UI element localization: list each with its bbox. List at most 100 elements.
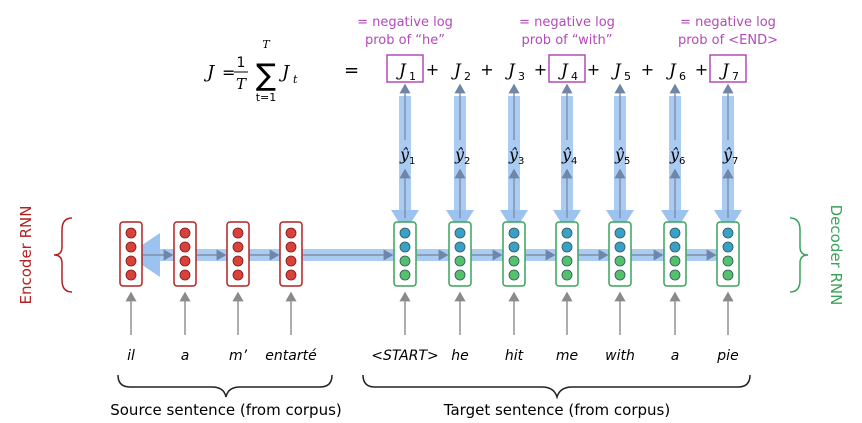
loss-term-symbol: J bbox=[396, 61, 407, 81]
decoder-cell-box bbox=[608, 221, 632, 287]
decoder-cell bbox=[608, 221, 632, 287]
rnn-cells-layer bbox=[119, 221, 740, 287]
loss-term-symbol: J bbox=[505, 61, 516, 81]
gradient-vertical-band bbox=[722, 96, 734, 214]
decoder-cell bbox=[716, 221, 740, 287]
decoder-hidden-unit bbox=[508, 255, 520, 267]
target-sentence-brace bbox=[362, 374, 751, 400]
loss-formula: J = 1 T T ∑ t=1 J t = bbox=[203, 38, 359, 104]
decoder-cell-box bbox=[448, 221, 472, 287]
plus-sign: + bbox=[534, 60, 547, 79]
loss-term-subscript: t bbox=[293, 73, 298, 86]
decoder-hidden-unit bbox=[669, 241, 681, 253]
encoder-hidden-unit bbox=[232, 255, 244, 267]
gradient-vertical-band bbox=[614, 96, 626, 214]
prediction-subscript: 6 bbox=[679, 156, 685, 167]
decoder-hidden-unit bbox=[614, 255, 626, 267]
target-word: he bbox=[451, 348, 469, 364]
encoder-hidden-unit bbox=[285, 269, 297, 281]
gradient-flow-layer bbox=[127, 96, 742, 277]
plus-sign: + bbox=[641, 60, 654, 79]
encoder-hidden-unit bbox=[179, 227, 191, 239]
decoder-hidden-unit bbox=[399, 227, 411, 239]
source-sentence-label: Source sentence (from corpus) bbox=[110, 401, 342, 419]
gradient-vertical-arrowhead bbox=[661, 210, 689, 232]
source-sentence-brace-group: Source sentence (from corpus) bbox=[110, 374, 342, 419]
encoder-hidden-unit bbox=[179, 255, 191, 267]
loss-fraction-numerator: 1 bbox=[237, 55, 246, 71]
encoder-cell bbox=[119, 221, 143, 287]
loss-term: J bbox=[278, 62, 291, 83]
decoder-cell bbox=[502, 221, 526, 287]
decoder-hidden-unit bbox=[399, 269, 411, 281]
target-word: pie bbox=[716, 348, 738, 364]
decoder-side-label: Decoder RNN bbox=[789, 205, 845, 305]
encoder-cell-box bbox=[173, 221, 197, 287]
plus-sign: + bbox=[695, 60, 708, 79]
annotation-line-2: prob of <END> bbox=[678, 33, 778, 48]
annotation-line-2: prob of “with” bbox=[522, 33, 613, 48]
loss-term-subscript: 2 bbox=[464, 70, 471, 83]
prediction-subscript: 4 bbox=[571, 156, 577, 167]
encoder-cell bbox=[173, 221, 197, 287]
decoder-hidden-unit bbox=[508, 269, 520, 281]
prediction-symbol: ŷ bbox=[614, 145, 625, 164]
plus-sign: + bbox=[426, 60, 439, 79]
loss-lhs-equals: = bbox=[222, 63, 235, 82]
encoder-side-label: Encoder RNN bbox=[17, 206, 73, 305]
target-word: hit bbox=[505, 348, 524, 364]
decoder-hidden-unit bbox=[508, 227, 520, 239]
target-sentence-brace-group: Target sentence (from corpus) bbox=[362, 374, 751, 419]
decoder-cell-box bbox=[555, 221, 579, 287]
encoder-hidden-unit bbox=[285, 255, 297, 267]
annotation-line-1: = negative log bbox=[680, 15, 776, 30]
decoder-hidden-unit bbox=[614, 227, 626, 239]
loss-sum-symbol: ∑ bbox=[256, 58, 276, 93]
decoder-hidden-unit bbox=[722, 241, 734, 253]
decoder-hidden-unit bbox=[669, 269, 681, 281]
prediction-symbol: ŷ bbox=[454, 145, 465, 164]
decoder-hidden-unit bbox=[722, 269, 734, 281]
decoder-hidden-unit bbox=[454, 227, 466, 239]
target-sentence-label: Target sentence (from corpus) bbox=[443, 401, 670, 419]
loss-term-symbol: J bbox=[719, 61, 730, 81]
encoder-hidden-unit bbox=[125, 255, 137, 267]
encoder-hidden-unit bbox=[125, 269, 137, 281]
source-sentence-brace bbox=[117, 374, 333, 398]
annotation: = negative log prob of <END> bbox=[678, 15, 778, 48]
loss-sum-lower: t=1 bbox=[256, 91, 277, 104]
loss-term-subscript: 1 bbox=[409, 70, 416, 83]
loss-term-subscript: 6 bbox=[679, 70, 686, 83]
encoder-hidden-unit bbox=[285, 227, 297, 239]
decoder-hidden-unit bbox=[614, 241, 626, 253]
loss-term-symbol: J bbox=[611, 61, 622, 81]
annotation-line-2: prob of “he” bbox=[365, 33, 445, 48]
decoder-cell-box bbox=[502, 221, 526, 287]
gradient-vertical-arrowhead bbox=[553, 210, 581, 232]
decoder-hidden-unit bbox=[722, 255, 734, 267]
decoder-side-brace bbox=[789, 217, 809, 293]
source-word: m’ bbox=[229, 348, 248, 364]
encoder-hidden-unit bbox=[125, 241, 137, 253]
encoder-cell-box bbox=[226, 221, 250, 287]
target-word: <START> bbox=[371, 348, 438, 364]
encoder-rnn-label: Encoder RNN bbox=[17, 206, 35, 305]
prediction-symbol: ŷ bbox=[399, 145, 410, 164]
decoder-cell bbox=[555, 221, 579, 287]
decoder-hidden-unit bbox=[454, 255, 466, 267]
gradient-vertical-band bbox=[454, 96, 466, 214]
decoder-hidden-unit bbox=[561, 255, 573, 267]
target-word: a bbox=[671, 348, 680, 364]
loss-term-highlight-box bbox=[386, 54, 424, 83]
plus-sign: + bbox=[587, 60, 600, 79]
